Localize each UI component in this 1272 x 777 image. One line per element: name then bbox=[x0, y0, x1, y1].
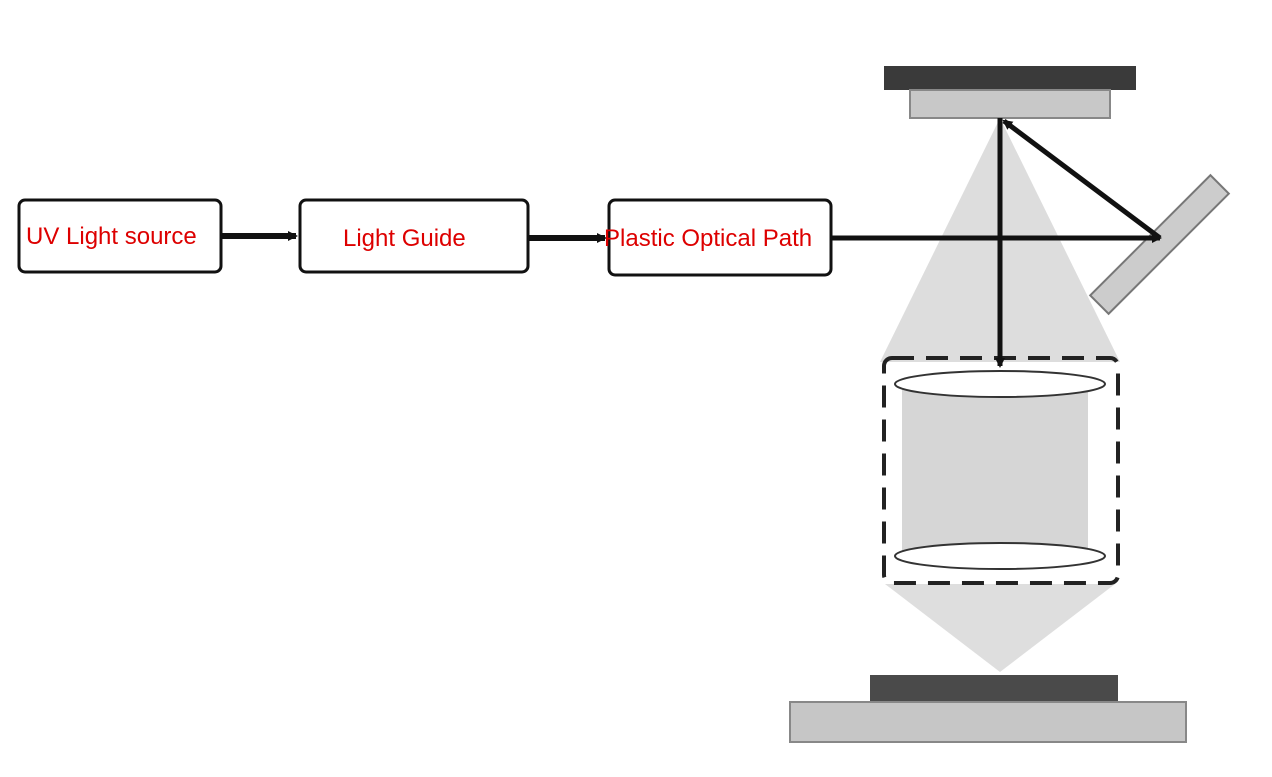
top-component-light-plate bbox=[909, 89, 1111, 119]
dichroic-mirror bbox=[1088, 173, 1231, 316]
lower-lens bbox=[894, 542, 1106, 570]
light-beam-lower-cone bbox=[885, 584, 1115, 672]
light-guide-box bbox=[298, 198, 530, 274]
stage-base bbox=[789, 701, 1187, 743]
uv-light-source-label: UV Light source bbox=[26, 223, 197, 250]
light-guide-label: Light Guide bbox=[343, 225, 466, 252]
light-beam-lens-cylinder bbox=[902, 385, 1088, 558]
plastic-optical-path-box bbox=[607, 198, 833, 277]
top-component-dark-plate bbox=[884, 66, 1136, 90]
uv-light-source-box bbox=[17, 198, 223, 274]
plastic-optical-path-label: Plastic Optical Path bbox=[604, 225, 813, 252]
sample-plate bbox=[870, 675, 1118, 703]
arrow-mirror-to-top bbox=[1002, 119, 1162, 240]
upper-lens bbox=[894, 370, 1106, 398]
